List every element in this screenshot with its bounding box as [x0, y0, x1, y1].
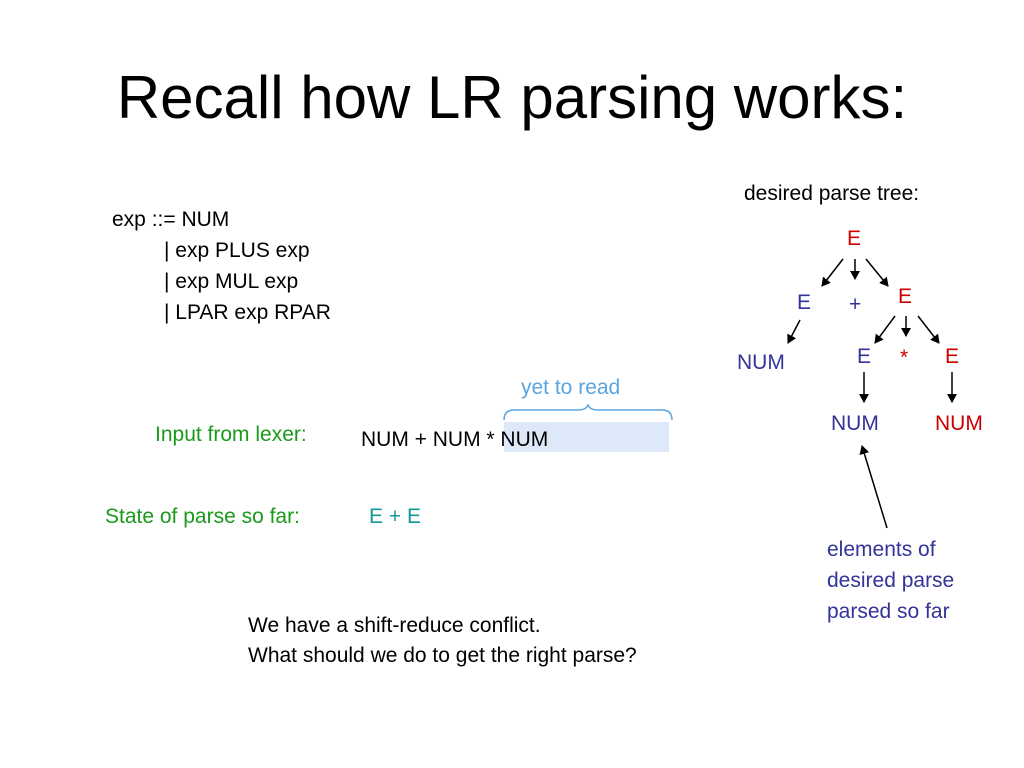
pointer-arrow — [859, 445, 888, 529]
read-tokens: NUM + NUM — [361, 428, 481, 451]
grammar-rule: | exp MUL exp — [164, 270, 299, 293]
tree-edge — [821, 258, 844, 287]
conflict-text: We have a shift-reduce conflict. What sh… — [248, 611, 637, 671]
tree-node-plus: + — [849, 293, 862, 316]
grammar-rule: | LPAR exp RPAR — [164, 301, 331, 324]
yet-to-read-label: yet to read — [521, 376, 621, 399]
brace-icon — [503, 404, 673, 421]
grammar-rules: exp ::= NUM | exp PLUS exp | exp MUL exp… — [112, 204, 331, 328]
tree-node-num-left: NUM — [737, 351, 785, 374]
unread-highlight — [504, 422, 669, 452]
conflict-line: We have a shift-reduce conflict. — [248, 614, 541, 637]
tree-node-right-e: E — [898, 285, 913, 308]
tree-note: elements of desired parse parsed so far — [827, 534, 954, 627]
note-line: elements of — [827, 538, 936, 561]
tree-edge — [874, 315, 896, 344]
slide-title: Recall how LR parsing works: — [116, 64, 908, 131]
tree-node-root: E — [847, 227, 862, 250]
unread-tokens: * NUM — [480, 428, 549, 451]
tree-edge — [917, 315, 940, 344]
tree-node-right-e2: E — [945, 345, 960, 368]
tree-node-num-right: NUM — [935, 412, 983, 435]
grammar-rule: | exp PLUS exp — [164, 239, 310, 262]
tree-node-num-mid: NUM — [831, 412, 879, 435]
state-label: State of parse so far: — [105, 505, 300, 528]
input-tokens: NUM + NUM * NUM — [361, 428, 548, 452]
note-line: desired parse — [827, 569, 955, 592]
tree-node-mid-e: E — [857, 345, 872, 368]
tree-title: desired parse tree: — [744, 182, 920, 205]
tree-node-left-e: E — [797, 291, 812, 314]
conflict-line: What should we do to get the right parse… — [248, 644, 637, 667]
tree-edge — [787, 319, 801, 344]
grammar-rule: exp ::= NUM — [112, 208, 230, 231]
tree-node-star: * — [900, 346, 909, 369]
note-line: parsed so far — [827, 600, 950, 623]
tree-edge — [865, 258, 889, 287]
state-value: E + E — [369, 505, 421, 528]
input-label: Input from lexer: — [155, 423, 307, 446]
